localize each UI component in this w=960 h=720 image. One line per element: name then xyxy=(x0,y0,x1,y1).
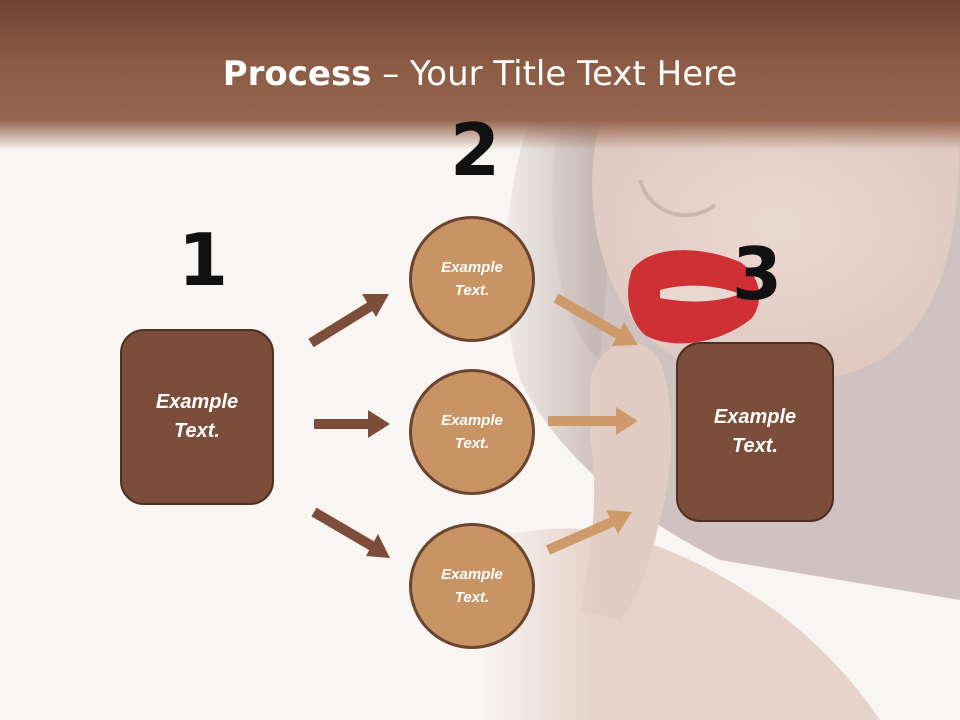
title-band xyxy=(0,0,960,150)
circle-bottom-label: Example Text. xyxy=(441,566,503,606)
arrow-from-circle-middle xyxy=(548,407,638,435)
arrow-to-circle-bottom xyxy=(311,507,390,558)
slide-title: Process – Your Title Text Here xyxy=(0,52,960,96)
step-1-label: Example Text. xyxy=(155,391,239,442)
step-1-box: Example Text. xyxy=(120,329,274,505)
circle-top-label: Example Text. xyxy=(441,259,503,299)
title-rest: – Your Title Text Here xyxy=(371,54,738,94)
step-number-2: 2 xyxy=(450,108,501,192)
circle-top: Example Text. xyxy=(409,216,535,342)
circle-middle: Example Text. xyxy=(409,369,535,495)
step-3-box: Example Text. xyxy=(676,342,834,522)
step-number-1: 1 xyxy=(178,218,229,302)
arrow-from-circle-bottom xyxy=(545,510,632,555)
step-3-label: Example Text. xyxy=(713,406,797,457)
circle-middle-label: Example Text. xyxy=(441,412,503,452)
step-number-3: 3 xyxy=(732,232,783,316)
arrow-to-circle-top xyxy=(308,294,389,348)
arrow-to-circle-middle xyxy=(314,410,390,438)
arrow-from-circle-top xyxy=(553,293,638,346)
circle-bottom: Example Text. xyxy=(409,523,535,649)
title-bold: Process xyxy=(222,54,372,94)
